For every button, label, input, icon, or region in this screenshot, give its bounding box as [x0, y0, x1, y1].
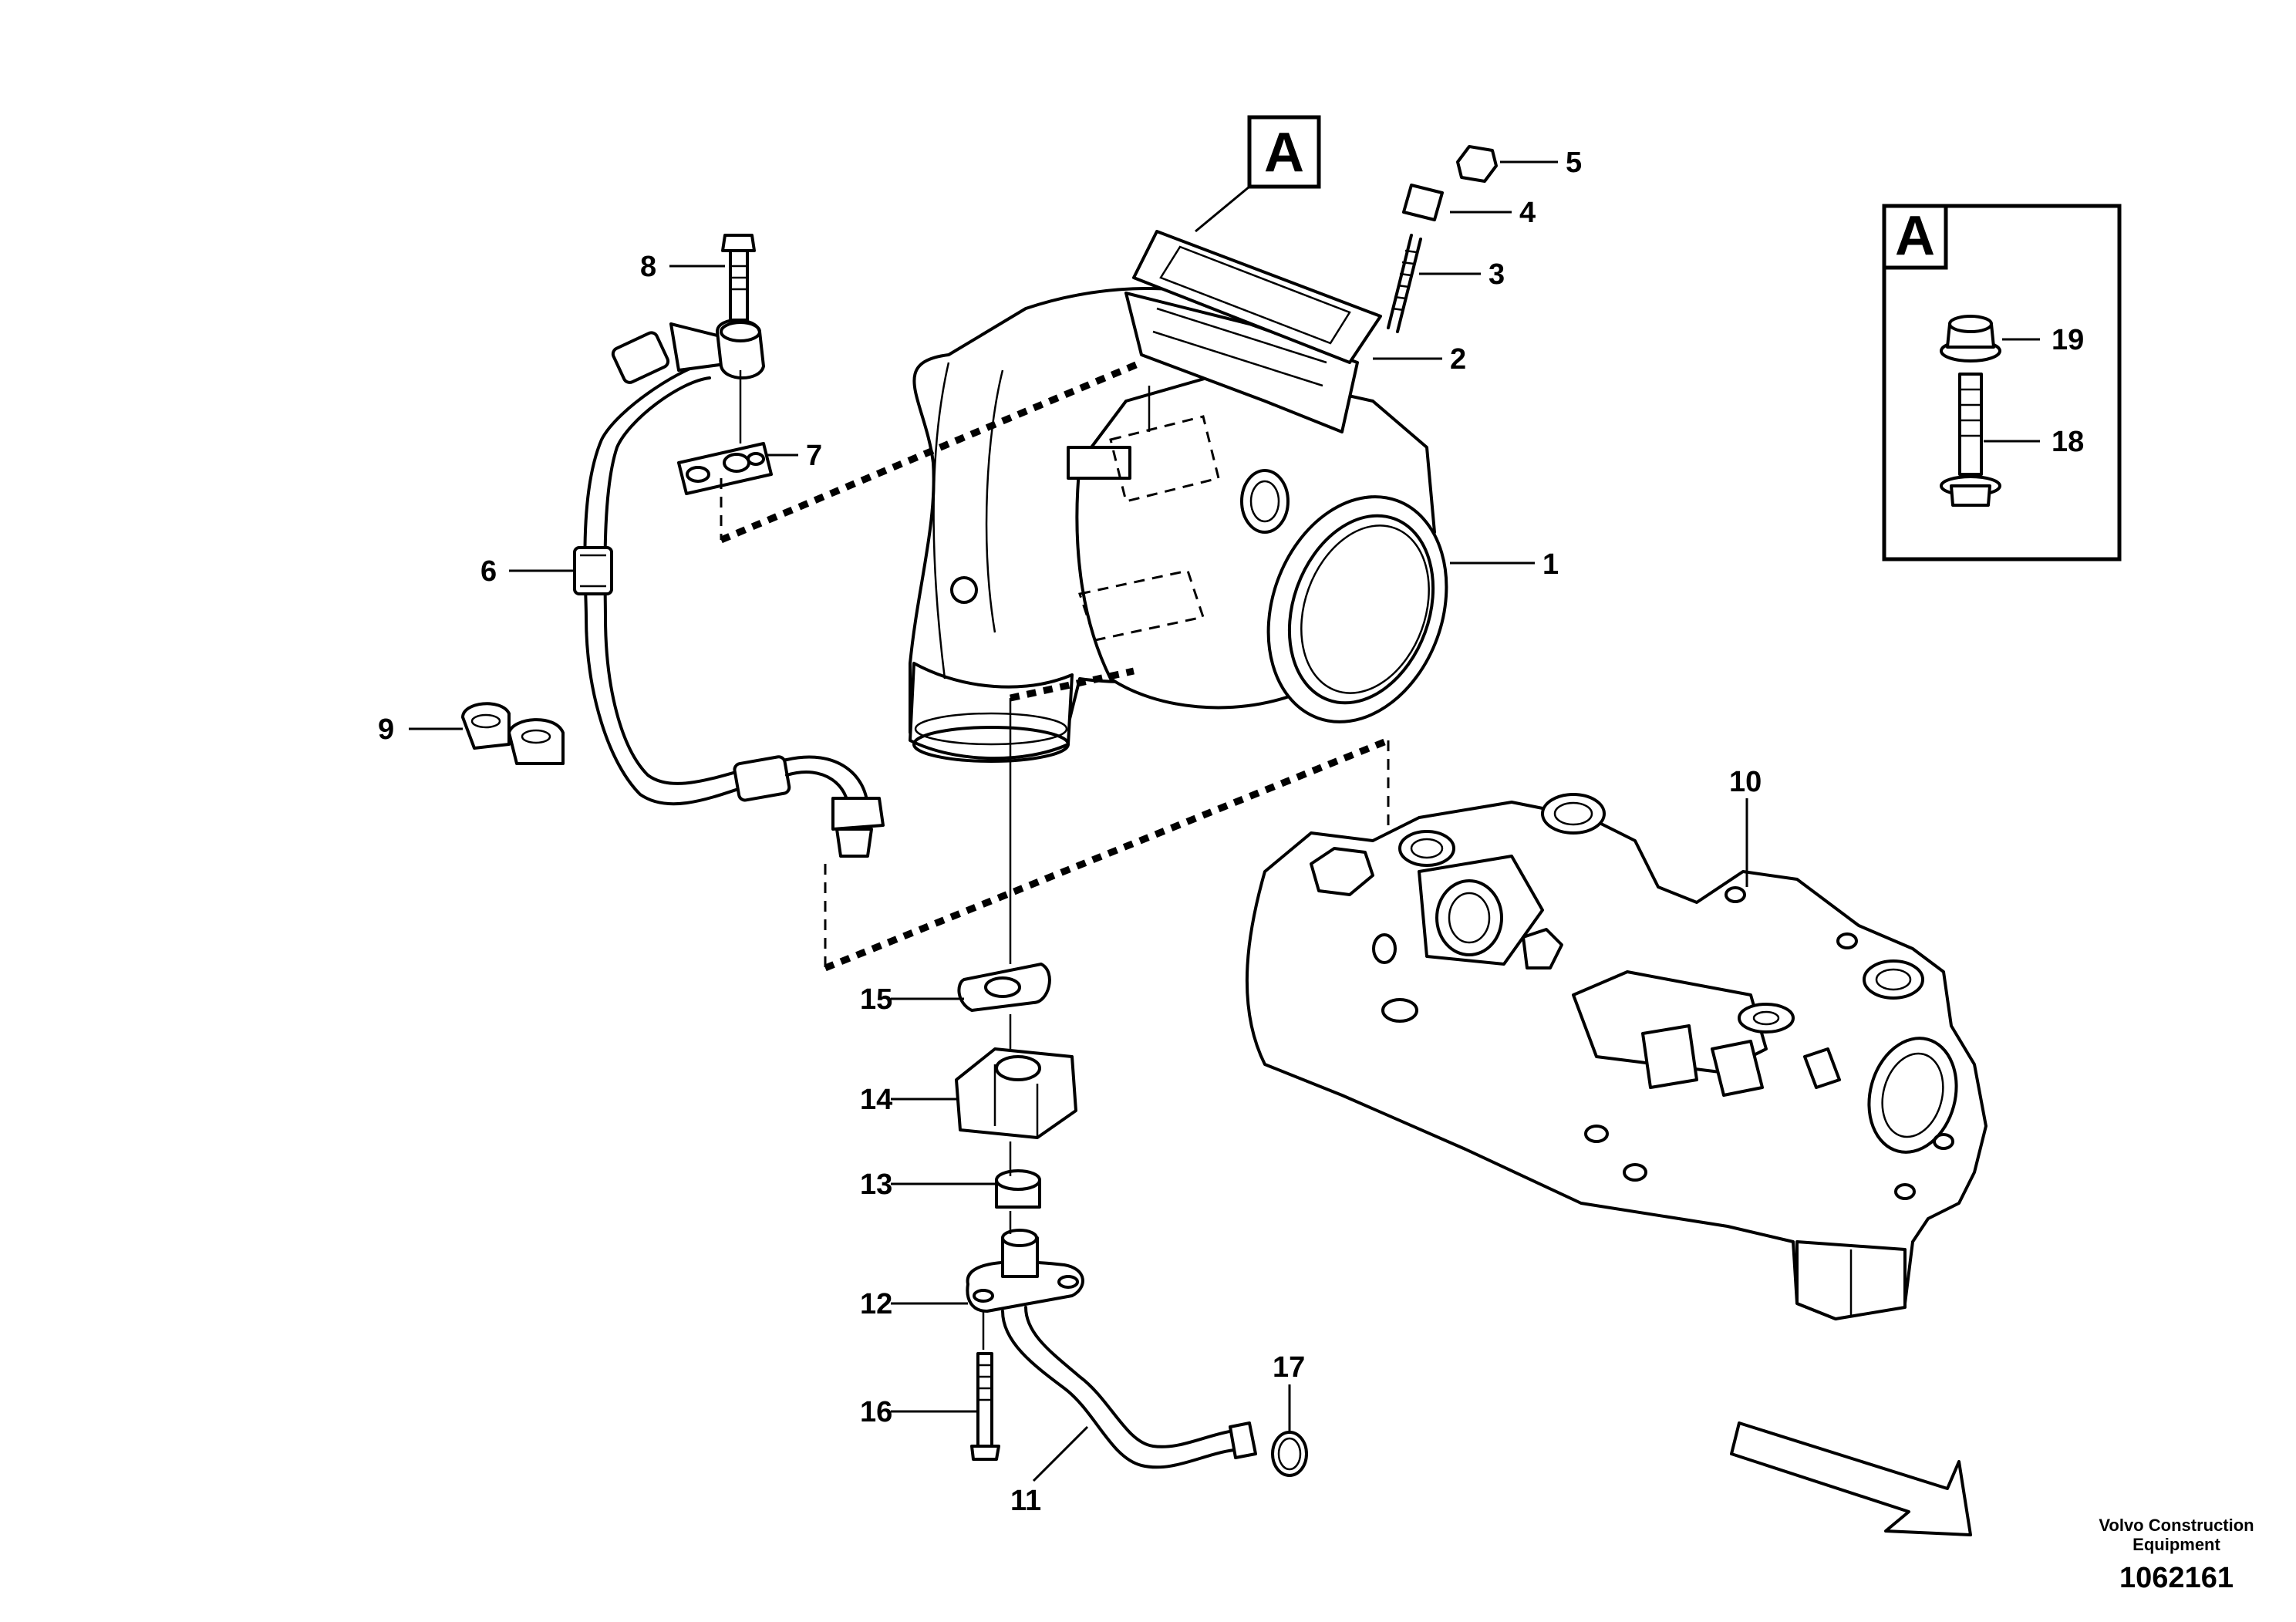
callout-1: 1: [1542, 548, 1559, 581]
feed-gasket: [677, 442, 773, 495]
callout-19: 19: [2052, 324, 2084, 356]
callout-12: 12: [860, 1288, 892, 1320]
footer: Volvo Construction Equipment 1062161: [2099, 1516, 2254, 1594]
assembly-lines: [720, 359, 1390, 1350]
banjo-bolt: [721, 234, 756, 322]
callout-4: 4: [1519, 197, 1536, 229]
oil-feed-pipe: [573, 319, 885, 858]
reference-tag-label: A: [1264, 122, 1304, 184]
reference-tag: A: [1195, 115, 1321, 233]
company-name-line1: Volvo Construction: [2099, 1516, 2254, 1535]
callout-11: 11: [1010, 1485, 1041, 1517]
callout-16: 16: [860, 1396, 892, 1428]
callout-5: 5: [1566, 147, 1582, 179]
callout-2: 2: [1450, 343, 1466, 376]
callouts: 1 2 3 4 5 6 7 8 9 10 11 12 13 14 15 16 1…: [378, 147, 2084, 1517]
callout-17: 17: [1273, 1351, 1305, 1384]
callout-9: 9: [378, 713, 394, 746]
callout-3: 3: [1489, 258, 1505, 291]
detail-view-box: A: [1882, 204, 2122, 561]
callout-18: 18: [2052, 426, 2084, 458]
callout-7: 7: [806, 440, 822, 472]
exhaust-manifold: [1245, 793, 1988, 1320]
oil-return-parts: [955, 963, 1308, 1477]
company-name-line2: Equipment: [2132, 1535, 2220, 1554]
direction-arrow: [1730, 1421, 1972, 1536]
callout-8: 8: [640, 251, 656, 283]
turbocharger: [909, 287, 1448, 763]
callout-15: 15: [860, 983, 892, 1016]
callout-14: 14: [860, 1084, 892, 1116]
callout-6: 6: [480, 555, 497, 588]
turbo-inlet-gasket: [1132, 230, 1382, 364]
stud-spacer-nut: [1387, 145, 1498, 333]
leader-lines: [409, 160, 2040, 1482]
drawing-number: 1062161: [2119, 1562, 2234, 1594]
detail-view-tag: A: [1895, 205, 1935, 267]
pipe-clips: [461, 702, 565, 765]
callout-10: 10: [1729, 766, 1762, 798]
callout-13: 13: [860, 1168, 892, 1201]
